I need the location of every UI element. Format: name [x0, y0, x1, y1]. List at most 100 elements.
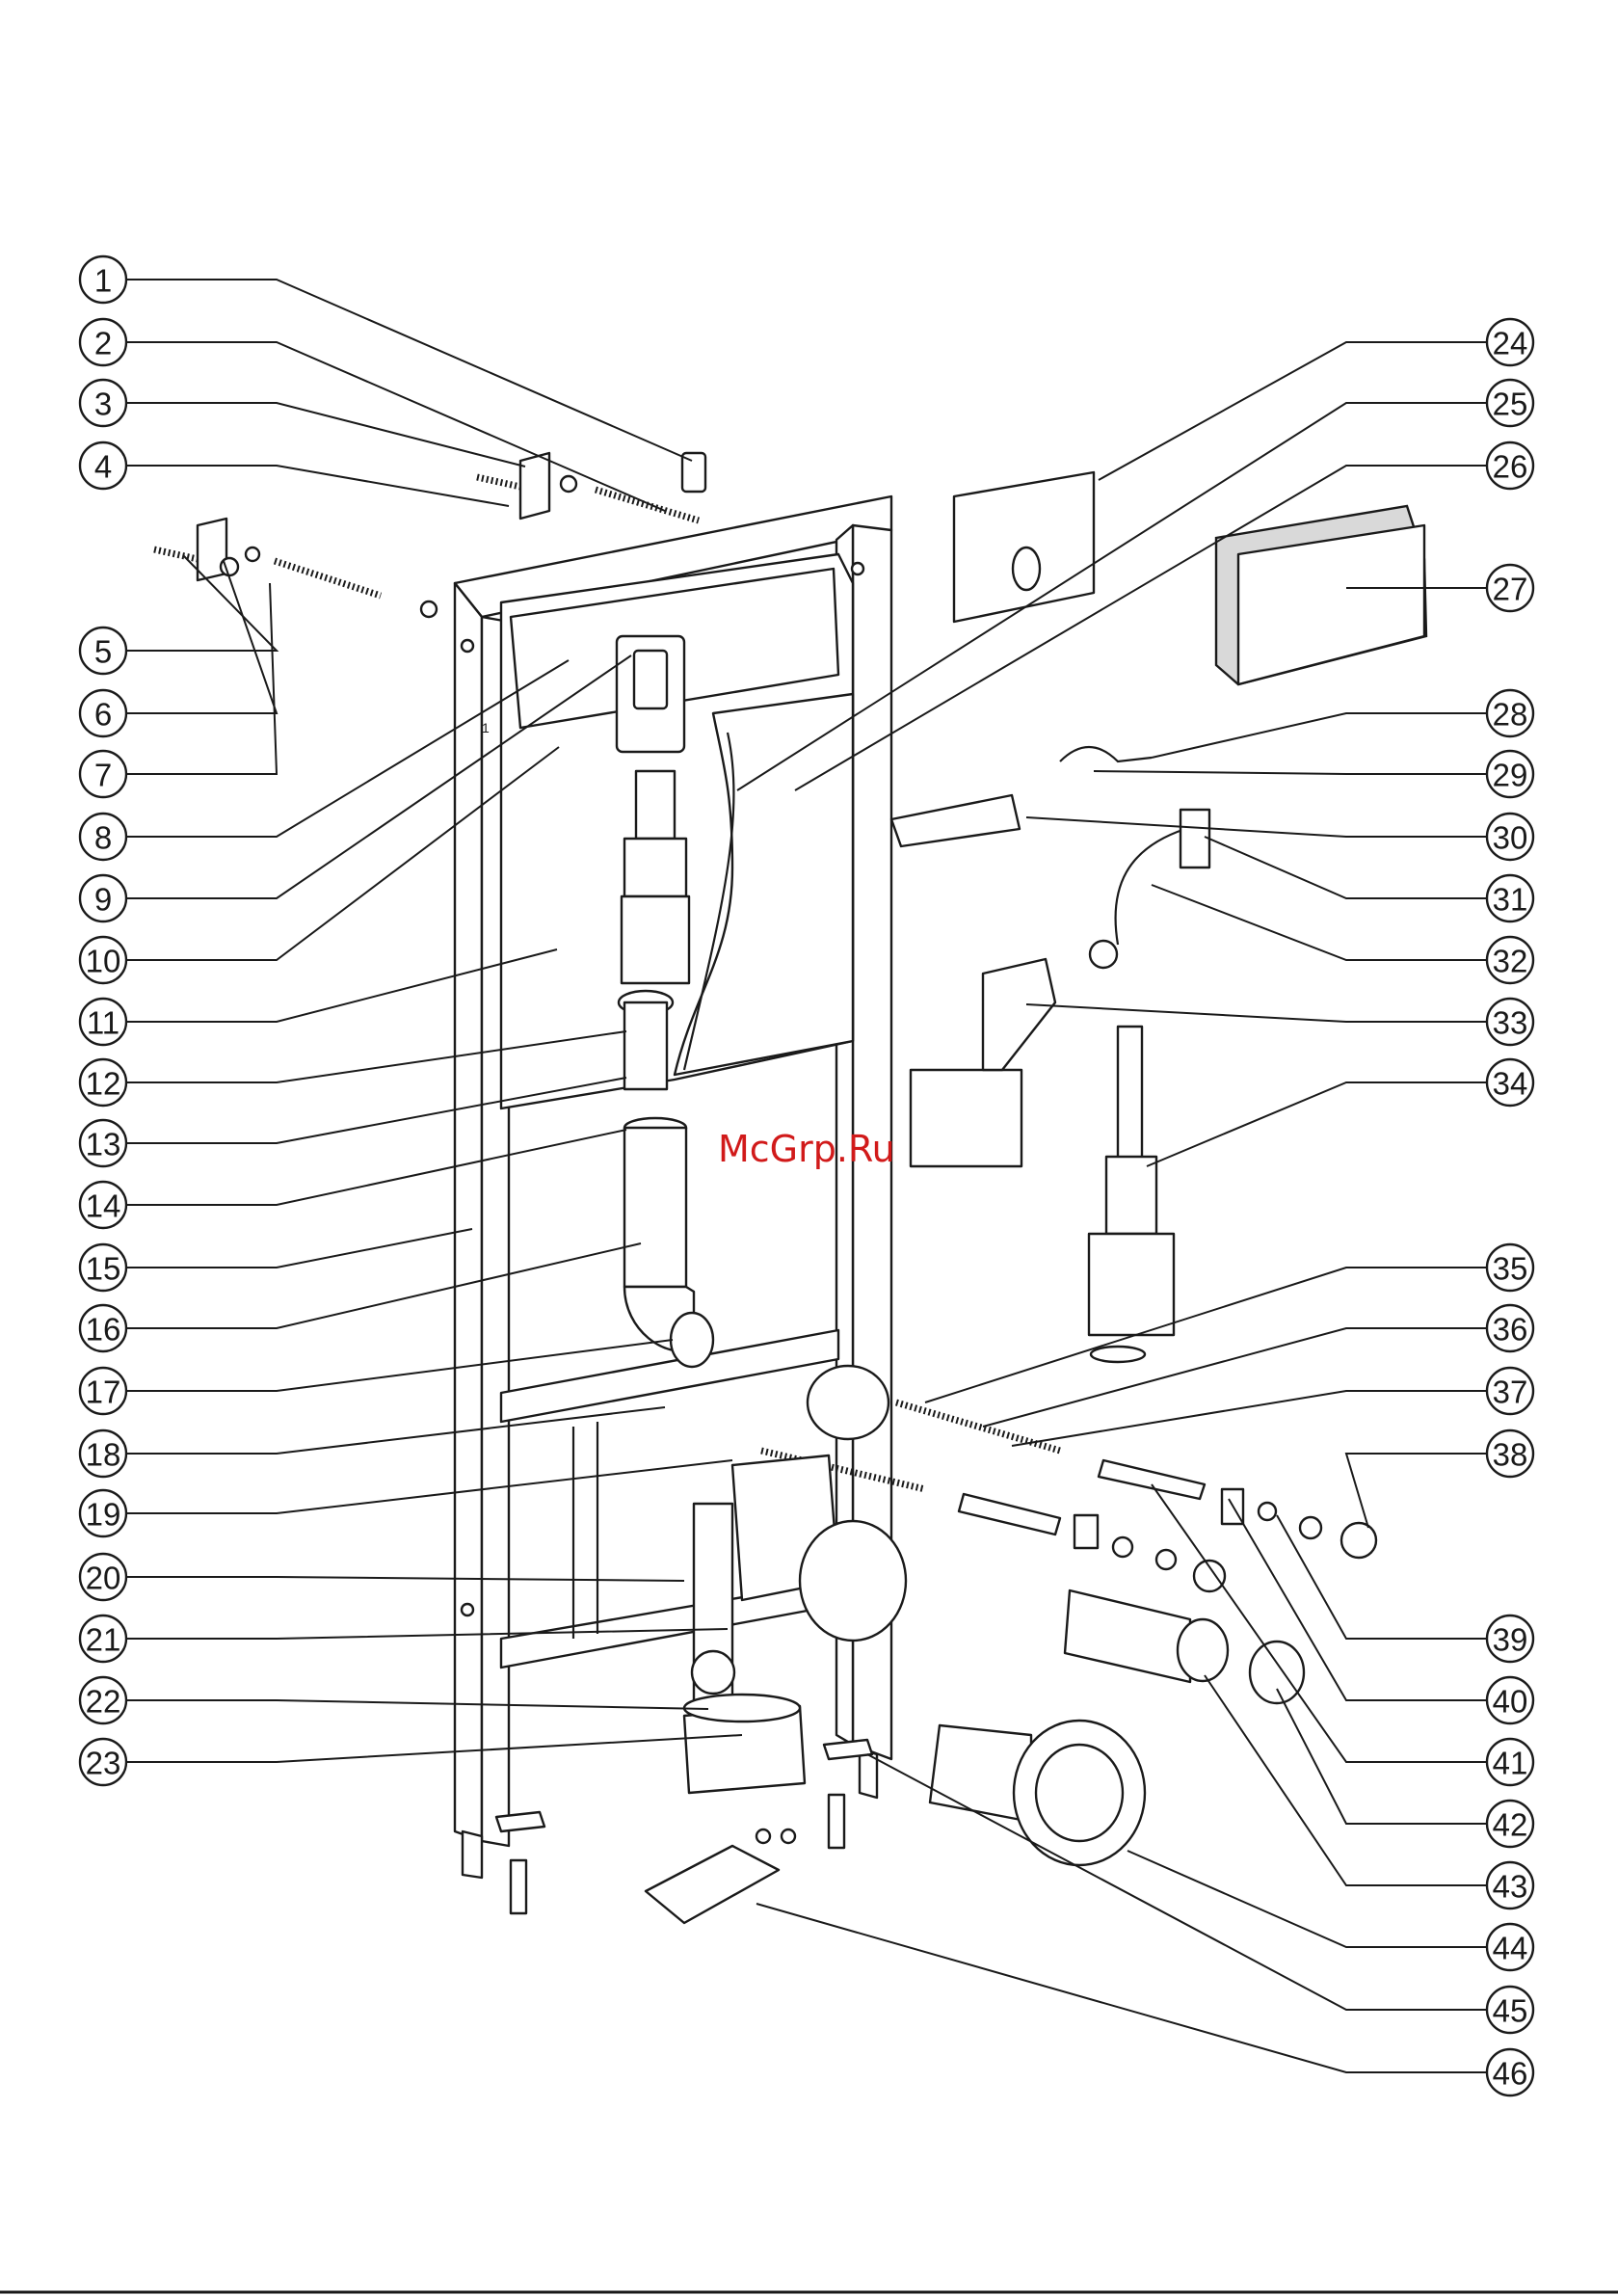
callout-number: 5 — [94, 634, 112, 670]
callout-32: 32 — [1487, 937, 1533, 983]
callout-number: 30 — [1493, 820, 1528, 856]
leader-line-1 — [126, 280, 692, 461]
leader-line-36 — [983, 1328, 1487, 1427]
callout-number: 39 — [1493, 1622, 1528, 1658]
callout-34: 34 — [1487, 1059, 1533, 1106]
leader-line-7 — [126, 583, 277, 774]
cover-plate — [954, 472, 1094, 622]
feet-and-anchors — [496, 1740, 872, 1923]
callout-number: 13 — [86, 1127, 121, 1162]
callout-33: 33 — [1487, 999, 1533, 1045]
leader-line-23 — [126, 1735, 742, 1762]
callout-28: 28 — [1487, 690, 1533, 736]
leader-line-24 — [1099, 342, 1487, 480]
callout-2: 2 — [80, 319, 126, 365]
callout-number: 18 — [86, 1437, 121, 1473]
leader-line-44 — [1127, 1851, 1487, 1947]
callout-number: 37 — [1493, 1375, 1528, 1410]
leader-line-29 — [1094, 771, 1487, 774]
callout-27: 27 — [1487, 565, 1533, 611]
leader-line-46 — [756, 1904, 1487, 2072]
leader-line-20 — [126, 1577, 684, 1581]
callout-number: 10 — [86, 944, 121, 979]
callout-number: 46 — [1493, 2056, 1528, 2092]
callout-number: 42 — [1493, 1807, 1528, 1843]
leader-line-16 — [126, 1243, 641, 1328]
callout-number: 41 — [1493, 1746, 1528, 1781]
cistern-stamp: 1 — [482, 720, 490, 735]
callout-number: 8 — [94, 820, 112, 856]
cistern-internals — [891, 747, 1209, 1362]
callout-number: 36 — [1493, 1312, 1528, 1348]
callout-16: 16 — [80, 1305, 126, 1351]
callout-30: 30 — [1487, 814, 1533, 860]
callout-26: 26 — [1487, 442, 1533, 489]
leader-line-22 — [126, 1700, 708, 1709]
leader-line-6 — [126, 561, 277, 713]
callout-number: 24 — [1493, 326, 1528, 361]
leader-line-30 — [1026, 817, 1487, 837]
leader-line-38 — [1346, 1454, 1487, 1528]
callout-29: 29 — [1487, 751, 1533, 797]
callout-8: 8 — [80, 814, 126, 860]
callout-number: 19 — [86, 1497, 121, 1533]
insulation-pad — [1216, 506, 1426, 684]
leader-line-43 — [1205, 1675, 1487, 1885]
callout-12: 12 — [80, 1059, 126, 1106]
callout-15: 15 — [80, 1244, 126, 1291]
leader-line-33 — [1026, 1004, 1487, 1022]
callout-number: 17 — [86, 1375, 121, 1410]
callout-43: 43 — [1487, 1862, 1533, 1909]
callout-31: 31 — [1487, 875, 1533, 921]
leader-line-14 — [126, 1130, 626, 1205]
callout-number: 20 — [86, 1561, 121, 1596]
callout-number: 43 — [1493, 1869, 1528, 1905]
callout-20: 20 — [80, 1554, 126, 1600]
leader-line-34 — [1147, 1082, 1487, 1166]
leader-line-28 — [1152, 713, 1487, 758]
callout-23: 23 — [80, 1739, 126, 1785]
callout-42: 42 — [1487, 1801, 1533, 1847]
callout-25: 25 — [1487, 380, 1533, 426]
callout-17: 17 — [80, 1368, 126, 1414]
callout-37: 37 — [1487, 1368, 1533, 1414]
callout-35: 35 — [1487, 1244, 1533, 1291]
callout-number: 16 — [86, 1312, 121, 1348]
callout-number: 26 — [1493, 449, 1528, 485]
leader-line-4 — [126, 466, 509, 506]
leader-line-19 — [126, 1460, 732, 1513]
callout-number: 25 — [1493, 387, 1528, 422]
callout-number: 29 — [1493, 758, 1528, 793]
callout-number: 11 — [87, 1005, 119, 1041]
callout-9: 9 — [80, 875, 126, 921]
leader-line-32 — [1152, 885, 1487, 960]
callout-number: 4 — [94, 449, 112, 485]
callout-number: 31 — [1493, 882, 1528, 918]
callout-number: 38 — [1493, 1437, 1528, 1473]
callout-number: 33 — [1493, 1005, 1528, 1041]
callout-number: 14 — [86, 1188, 121, 1224]
callout-11: 11 — [80, 999, 126, 1045]
callout-number: 7 — [94, 758, 112, 793]
callout-44: 44 — [1487, 1924, 1533, 1970]
watermark: McGrp.Ru — [718, 1128, 895, 1170]
leader-line-31 — [1205, 837, 1487, 898]
callout-number: 22 — [86, 1684, 121, 1720]
callout-38: 38 — [1487, 1430, 1533, 1477]
callout-number: 28 — [1493, 697, 1528, 733]
callout-number: 27 — [1493, 572, 1528, 607]
callout-36: 36 — [1487, 1305, 1533, 1351]
callout-6: 6 — [80, 690, 126, 736]
callout-number: 21 — [86, 1622, 121, 1658]
callout-40: 40 — [1487, 1677, 1533, 1723]
callout-number: 44 — [1493, 1931, 1528, 1966]
callout-number: 12 — [86, 1066, 121, 1102]
callout-41: 41 — [1487, 1739, 1533, 1785]
callout-number: 2 — [94, 326, 112, 361]
callout-3: 3 — [80, 380, 126, 426]
callout-18: 18 — [80, 1430, 126, 1477]
callout-number: 15 — [86, 1251, 121, 1287]
leader-line-3 — [126, 403, 525, 467]
leader-line-18 — [126, 1407, 665, 1454]
